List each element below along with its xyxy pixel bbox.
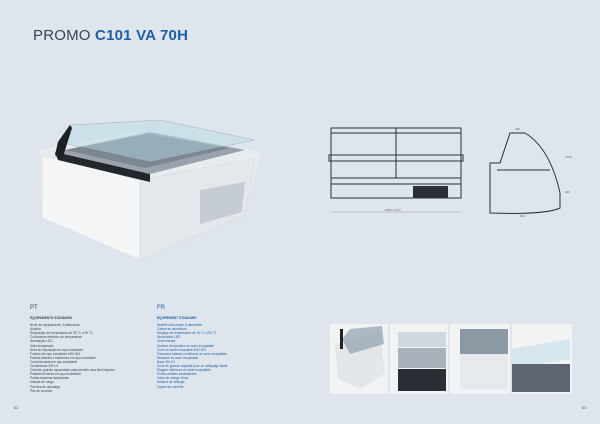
- spec-item: Robinet de vidange: [157, 380, 185, 385]
- spec-item: Controlador eléctrico de temperatura: [30, 335, 82, 340]
- spec-item: Verre trempé: [157, 339, 176, 344]
- title-prefix: PROMO: [33, 27, 91, 44]
- spec-item: Portes arrières coulissantes: [157, 372, 197, 377]
- spec-item: Cuve de grande capacité pour un nettoyag…: [157, 364, 228, 369]
- spec-item: Voyant de contrôle: [157, 384, 184, 389]
- spec-list-fr: FR ÉQUIPEMENT STANDARD Modèle bain-marie…: [157, 305, 277, 389]
- spec-item: Iluminação LED: [30, 339, 53, 344]
- counter-height-dimension: 820: [565, 190, 570, 194]
- lang-label-pt: PT: [30, 305, 38, 311]
- heading-fr: ÉQUIPEMENT STANDARD: [157, 316, 197, 320]
- spec-item: Válvula de carga: [30, 380, 54, 385]
- spec-item: Illumination LED: [157, 335, 181, 340]
- technical-drawing: 1830 / 1170 900 400 1290 820: [328, 127, 572, 218]
- spec-item: Cuba bancada em aço inoxidável: [30, 359, 78, 364]
- top-depth-dimension: 400: [515, 127, 520, 131]
- spec-item: Réglage de température de 30 °C à 90 °C: [157, 331, 217, 336]
- spec-item: Surface d'exposition en acier inoxydable: [157, 343, 214, 348]
- photo-side-angle: [450, 324, 510, 394]
- photo-rear-view: [390, 324, 448, 394]
- spec-item: Painéis laterais e exteriores em aço ino…: [30, 355, 96, 360]
- height-dimension: 1290: [565, 155, 572, 159]
- spec-item: Valve de charge d'eau: [157, 376, 189, 381]
- side-depth-dimension: 900: [520, 214, 525, 218]
- spec-item: Fundos em aço inoxidável AISI 304: [30, 351, 80, 356]
- spec-item: Bacs GN 1/1: [157, 359, 176, 364]
- photo-detail-glass: [512, 324, 572, 394]
- page-title: PROMO C101 VA 70H: [33, 27, 188, 44]
- spec-item: Nível de equipamento: 8 alternante: [30, 323, 80, 328]
- spec-item: Cuba de grande capacidade para permitir …: [30, 368, 115, 373]
- spec-item: Caisse en aluminium: [157, 327, 187, 332]
- spec-item: Vidro temperado: [30, 343, 54, 348]
- lang-label-fr: FR: [157, 305, 165, 311]
- spec-item: Modèle bain-marie: 8 alternante: [157, 323, 203, 328]
- spec-item: Pés de controlo: [30, 388, 53, 393]
- spec-item: Acrylico: [30, 327, 42, 332]
- product-render: [40, 120, 260, 261]
- model-name: C101 VA 70H: [95, 27, 189, 44]
- spec-item: Contentores GN 1/1: [30, 364, 59, 369]
- spec-item: Torneira de descarga: [30, 384, 60, 389]
- spec-item: Panneaux latéraux extérieurs en acier in…: [157, 351, 227, 356]
- photo-front-angle: [330, 324, 388, 394]
- spec-item: Portas traseiras deslizantes: [30, 376, 70, 381]
- spec-item: Regulação de temperatura de 30 °C a 90 °…: [30, 331, 93, 336]
- spec-item: Étagère inférieure en acier inoxydable: [157, 368, 211, 373]
- spec-item: Cuve en acier inoxydable AISI 304: [157, 347, 206, 352]
- spec-item: Área de exposição em aço inoxidável: [30, 347, 83, 352]
- front-width-dimension: 1830 / 1170: [385, 208, 401, 212]
- page-number-left: 62: [14, 405, 19, 410]
- spec-item: Structure en acier inoxydable: [157, 355, 199, 360]
- page-number-right: 63: [582, 405, 587, 410]
- spec-list-pt: PT EQUIPAMENTO STANDARD Nível de equipam…: [30, 305, 150, 393]
- spec-item: Prateleira interior em aço inoxidável: [30, 372, 81, 377]
- heading-pt: EQUIPAMENTO STANDARD: [30, 316, 72, 320]
